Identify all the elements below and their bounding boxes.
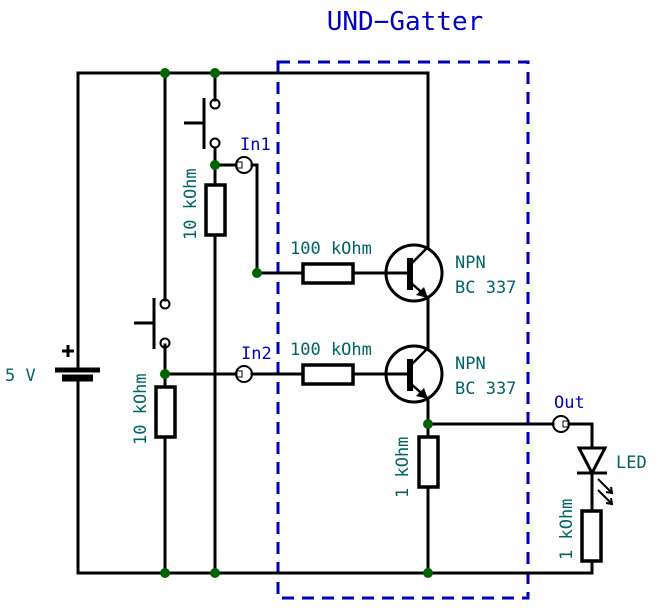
output-port[interactable]: Out — [552, 393, 585, 433]
emitter-arrow-icon — [416, 388, 428, 399]
in1-label: In1 — [240, 135, 271, 155]
transistor-2: NPN BC 337 — [384, 344, 516, 404]
title: UND−Gatter — [327, 7, 484, 37]
pulldown-resistor-2: 10 kOhm — [131, 373, 177, 445]
base-resistor-1-label: 100 kOhm — [290, 239, 372, 259]
light-emission-icon — [597, 478, 614, 506]
transistor-2-part: BC 337 — [455, 379, 516, 399]
out-label: Out — [554, 393, 585, 413]
transistor-1: NPN BC 337 — [384, 243, 516, 303]
led: LED — [576, 446, 647, 506]
input-port-in1[interactable]: In1 — [235, 135, 271, 174]
junction-dot — [423, 419, 433, 429]
push-button-1[interactable] — [184, 98, 221, 149]
junction-dot — [160, 568, 170, 578]
pulldown-resistor-1: 10 kOhm — [181, 168, 227, 240]
junction-dot — [160, 369, 170, 379]
led-label: LED — [616, 453, 647, 473]
junction-dot — [210, 568, 220, 578]
junction-dot — [252, 268, 262, 278]
base-resistor-1: 100 kOhm — [290, 239, 372, 285]
base-resistor-2-label: 100 kOhm — [290, 340, 372, 360]
led-resistor-label: 1 kOhm — [557, 499, 577, 560]
led-resistor: 1 kOhm — [557, 499, 603, 563]
pulldown-resistor-2-label: 10 kOhm — [131, 373, 151, 445]
input-port-in2[interactable]: In2 — [235, 344, 272, 383]
in2-label: In2 — [241, 344, 272, 364]
push-button-2[interactable] — [134, 298, 171, 349]
transistor-2-type: NPN — [455, 354, 486, 374]
junctions — [160, 68, 433, 578]
emitter-arrow-icon — [416, 287, 428, 298]
battery: 5 V — [5, 345, 100, 386]
emitter-resistor: 1 kOhm — [393, 435, 440, 498]
junction-dot — [210, 160, 220, 170]
emitter-resistor-label: 1 kOhm — [393, 437, 413, 498]
junction-dot — [423, 568, 433, 578]
junction-dot — [160, 68, 170, 78]
battery-label: 5 V — [5, 366, 36, 386]
and-gate-boundary — [276, 60, 530, 600]
wires — [76, 71, 594, 575]
transistor-1-type: NPN — [455, 253, 486, 273]
transistor-1-part: BC 337 — [455, 278, 516, 298]
base-resistor-2: 100 kOhm — [290, 340, 372, 386]
junction-dot — [210, 68, 220, 78]
pulldown-resistor-1-label: 10 kOhm — [181, 168, 201, 240]
